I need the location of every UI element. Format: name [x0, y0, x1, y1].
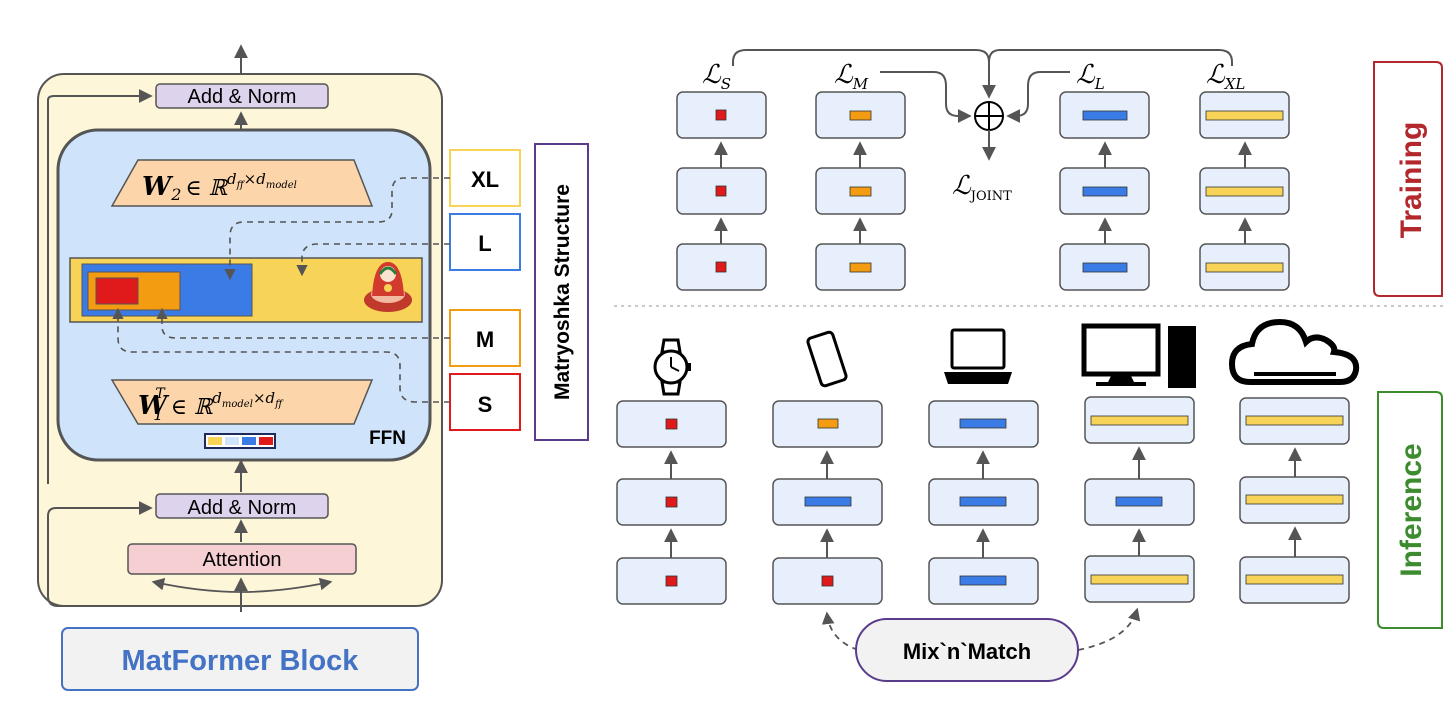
- w2-formula: W2∈ ℝdff×dmodel: [142, 170, 297, 204]
- training-model-xl: [1199, 91, 1290, 291]
- desktop-icon: [1081, 323, 1196, 388]
- loss-xl: ℒXL: [1206, 60, 1245, 93]
- granularity-l-label: L: [478, 231, 491, 256]
- phone-icon: [806, 330, 848, 388]
- add-norm-bottom-label: Add & Norm: [188, 497, 297, 519]
- loss-l: ℒL: [1076, 60, 1105, 93]
- training-model-s: [676, 91, 767, 291]
- loss-m: ℒM: [834, 60, 869, 93]
- matryoshka-structure-label: Matryoshka Structure: [551, 184, 574, 400]
- laptop-icon: [944, 328, 1012, 384]
- watch-icon: [653, 338, 691, 396]
- inference-label-box: [1377, 391, 1443, 629]
- loss-s: ℒS: [702, 60, 731, 93]
- cloud-icon: [1228, 318, 1360, 385]
- training-model-l: [1059, 91, 1150, 291]
- w2-matrix: [110, 159, 374, 207]
- granularity-m-label: M: [476, 327, 494, 352]
- inference-model-phone: [772, 400, 883, 605]
- mix-n-match-label: Mix`n`Match: [903, 639, 1031, 664]
- inference-model-laptop: [928, 400, 1039, 605]
- training-model-m: [815, 91, 906, 291]
- weight-s: [95, 277, 139, 305]
- granularity-l: [449, 213, 521, 271]
- training-section: ℒS ℒM ℒL ℒXL ℒJOINT: [676, 49, 1443, 297]
- add-norm-bottom: [155, 493, 329, 519]
- ffn-label: FFN: [369, 428, 406, 449]
- inference-model-cloud: [1239, 397, 1350, 604]
- ffn-input-vector: [204, 433, 276, 449]
- matformer-block: Add & Norm FFN W2∈ ℝdff×dmodel: [37, 44, 589, 691]
- inference-model-watch: [616, 400, 727, 605]
- w1-formula: W1T∈ ℝdmodel×dff: [138, 386, 284, 424]
- add-norm-top: [155, 83, 329, 109]
- inference-model-desktop: [1084, 396, 1195, 603]
- inference-section: Mix`n`Match Inference: [616, 318, 1443, 682]
- matryoshka-doll-icon: [364, 262, 412, 312]
- training-label-box: [1373, 61, 1443, 297]
- granularity-s: [449, 373, 521, 431]
- attention-label: Attention: [203, 549, 282, 571]
- block-title: MatFormer Block: [122, 645, 360, 677]
- add-norm-top-label: Add & Norm: [188, 86, 297, 108]
- mix-n-match-box: [855, 618, 1079, 682]
- block-title-box: [61, 627, 419, 691]
- attention-box: [127, 543, 357, 575]
- w1-matrix: [110, 379, 374, 425]
- loss-joint: ℒJOINT: [952, 171, 1012, 204]
- training-label: Training: [1395, 122, 1428, 239]
- granularity-s-label: S: [478, 392, 493, 417]
- inference-label: Inference: [1395, 443, 1428, 576]
- matryoshka-structure-box: [534, 143, 589, 441]
- granularity-xl-label: XL: [471, 167, 499, 192]
